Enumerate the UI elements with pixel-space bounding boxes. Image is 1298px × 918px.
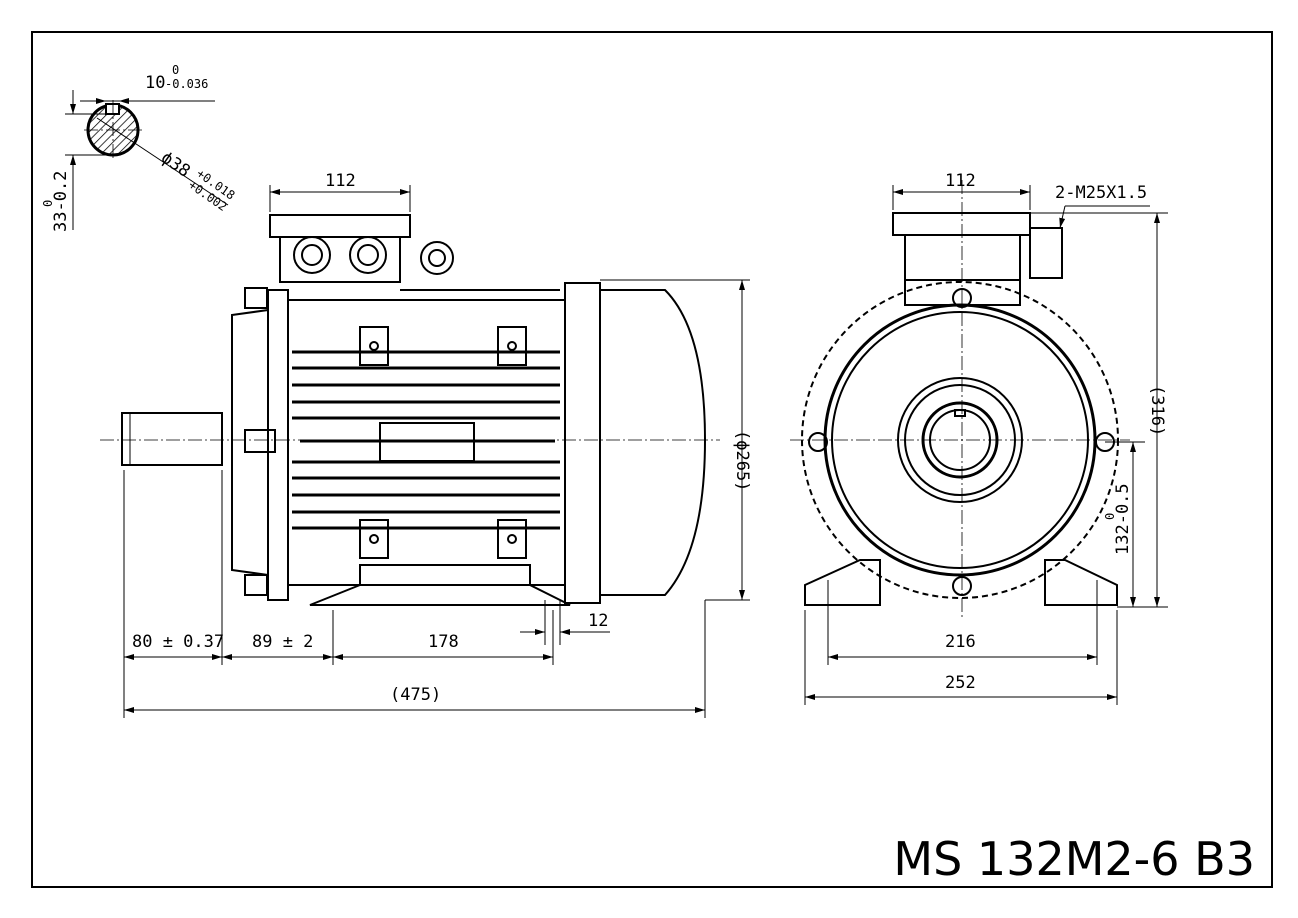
front-view-dimensions: 112 2-M25X1.5 (316) 132-0.5 0 216 252	[804, 171, 1168, 705]
shaft-height: 132-0.5	[1113, 483, 1133, 555]
shaft-section: 10 0 -0.036 ϕ38 +0.018 +0.002 33-0.2 0	[41, 63, 238, 232]
side-foot-hole-spacing: 178	[428, 632, 459, 652]
model-title: MS 132M2-6 B3	[893, 832, 1255, 886]
fan-cover-diameter: (ϕ265)	[732, 430, 752, 491]
key-width-label: 10	[145, 73, 165, 93]
key-width-upper: 0	[172, 63, 179, 77]
front-view	[790, 180, 1130, 620]
overall-height: (316)	[1147, 385, 1167, 436]
side-view	[100, 214, 720, 606]
foot-thickness: 12	[588, 611, 608, 631]
key-height-label: 33-0.2	[51, 171, 71, 232]
overall-length: (475)	[390, 685, 441, 705]
drawing-frame	[31, 31, 1273, 888]
cable-gland-label: 2-M25X1.5	[1055, 183, 1147, 203]
key-height-upper: 0	[41, 200, 55, 207]
front-foot-hole-spacing: 216	[945, 632, 976, 652]
shaft-to-foot: 89 ± 2	[252, 632, 313, 652]
overall-width: 252	[945, 673, 976, 693]
side-terminal-box-width: 112	[325, 171, 356, 191]
side-view-dimensions: 112 (ϕ265) 80 ± 0.37 89 ± 2 178 12 (475)	[123, 171, 752, 718]
key-width-lower: -0.036	[165, 77, 208, 91]
cooling-ribs	[292, 350, 560, 530]
front-terminal-box-width: 112	[945, 171, 976, 191]
shaft-height-upper: 0	[1103, 513, 1117, 520]
shaft-length: 80 ± 0.37	[132, 632, 224, 652]
shaft-diameter-label: ϕ38	[157, 148, 194, 182]
